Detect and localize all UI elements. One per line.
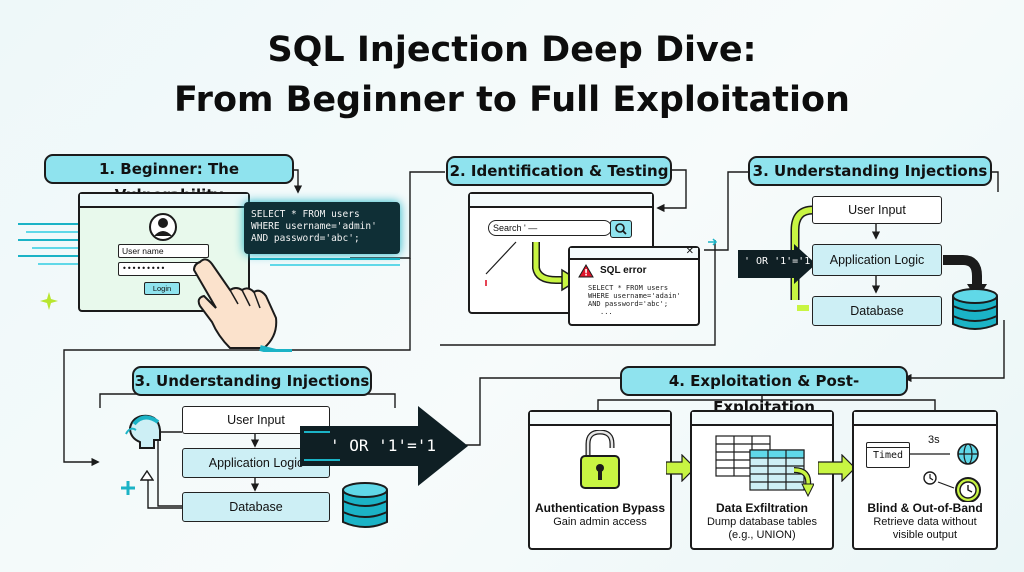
connector-2-loop [656,169,687,213]
payload-arrow-top [738,244,816,284]
card-3-desc: Retrieve data without [873,516,977,528]
sql-code-line-3: AND password='abc'; [251,233,360,244]
stage-2-heading: 2. Identification & Testing [446,156,672,186]
card-authentication-bypass: Authentication Bypass Gain admin access [528,410,672,550]
error-code-line-4: ... [600,308,613,316]
glow-streaks-left [18,223,88,265]
error-code-line-2: WHERE username='adain' [588,292,681,300]
stage-1-heading: 1. Beginner: The Vulnerability [44,154,294,204]
sql-code-line-1: SELECT * FROM users [251,209,360,220]
connector-2-to-3 [704,171,748,251]
connector-2-bottom [440,240,716,346]
payload-text-top: ' OR '1'='1 [744,256,811,267]
database-box-bottom: Database [182,492,330,522]
database-box-top: Database [812,296,942,326]
page-title-line-2: From Beginner to Full Exploitation [174,80,850,120]
glow-streaks-right [250,258,400,266]
card-2-titlebar [692,412,832,426]
connector-left-loop [63,258,411,467]
database-icon-bottom [342,482,388,528]
user-input-box-top: User Input [812,196,942,224]
card-2-desc-2: (e.g., UNION) [728,529,796,541]
login-button[interactable]: Login [144,282,180,295]
card-2-desc: Dump database tables [706,516,818,528]
timed-panel: Timed [866,442,910,468]
globe-icon [957,443,979,465]
stage-3-bottom-heading: 3. Understanding Injections [132,366,372,396]
card-2-title: Data Exfiltration [715,501,808,515]
error-window-titlebar: ✕ [570,246,698,260]
delay-label: 3s [928,434,940,446]
warning-icon: ! [578,264,594,278]
unlocked-padlock-icon [580,430,620,489]
bracket-stage-4 [597,399,936,410]
card-3-titlebar [854,412,996,426]
card-blind-out-of-band: Timed 3s Blind & Out-of-Band Retrieve da… [852,410,998,550]
lime-arrow-2 [818,454,856,482]
loop-left-bottom [157,431,182,507]
error-title: SQL error [600,265,647,276]
error-code-line-1: SELECT * FROM users [588,284,669,292]
user-avatar-icon [149,213,177,241]
attacker-head-icon [125,414,161,449]
up-arrow-icon [140,470,154,481]
connector-3-to-4 [903,320,1005,383]
login-window-titlebar [80,194,248,208]
app-logic-box-top: Application Logic [812,244,942,276]
card-1-title: Authentication Bypass [534,501,666,515]
close-icon[interactable]: ✕ [685,246,694,257]
card-3-title: Blind & Out-of-Band [867,501,983,515]
search-input[interactable]: Search ' — [488,220,612,236]
stage-4-heading: 4. Exploitation & Post-Exploitation [620,366,908,416]
sparkle-icon [40,292,58,310]
clock-small-icon [923,471,937,485]
card-1-titlebar [530,412,670,426]
search-icon [615,223,627,235]
username-input[interactable]: User name [118,244,209,258]
loop-left-bottom-2 [147,480,182,509]
timed-label: Timed [872,450,904,461]
stage-3-top-heading: 3. Understanding Injections [748,156,992,186]
small-arrow-icon [708,238,718,246]
sql-error-window: ✕ ! SQL error SELECT * FROM users WHERE … [568,246,700,326]
svg-text:!: ! [584,269,588,279]
card-3-desc-2: visible output [892,529,958,541]
database-tables-icon [715,435,814,498]
payload-arrow-bottom [300,406,468,486]
pointing-hand-icon [192,258,292,352]
connector-3b-to-4 [466,377,620,446]
page-title-line-1: SQL Injection Deep Dive: [267,30,757,70]
blind-channel-graphics [910,443,981,502]
plus-icon [121,481,135,495]
error-code-line-3: AND password='abc'; [588,300,669,308]
search-button[interactable] [610,220,632,238]
stage-3-top-graphics [790,200,998,330]
card-1-desc: Gain admin access [553,516,647,528]
sql-code-line-2: WHERE username='admin' [251,221,377,232]
clock-large-icon [955,477,981,502]
payload-text-bottom: ' OR '1'='1 [330,436,436,455]
lime-arrow-1 [666,454,696,482]
sql-code-panel: SELECT * FROM users WHERE username='admi… [244,202,400,254]
search-window-titlebar [470,194,652,208]
card-data-exfiltration: Data Exfiltration Dump database tables (… [690,410,834,550]
